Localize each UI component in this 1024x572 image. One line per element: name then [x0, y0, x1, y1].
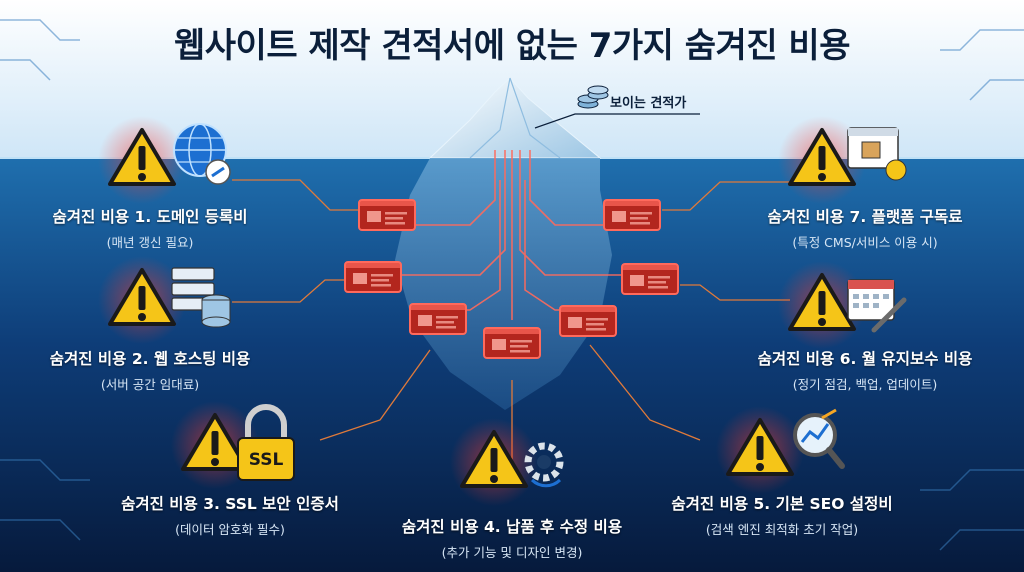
hidden-cost-2-title: 숨겨진 비용 2. 웹 호스팅 비용	[49, 350, 251, 368]
leader-lines	[232, 179, 790, 460]
hidden-cost-1-title: 숨겨진 비용 1. 도메인 등록비	[52, 208, 248, 226]
hidden-cost-6-title: 숨겨진 비용 6. 월 유지보수 비용	[757, 350, 973, 368]
wrench-gear-icon	[524, 442, 564, 488]
panel-domain	[358, 199, 416, 231]
coin-stack-icon	[577, 85, 609, 109]
warning-icon-4	[448, 416, 540, 508]
warning-icon-5	[714, 404, 806, 496]
calendar-tools-icon	[847, 279, 907, 333]
hidden-cost-5-title: 숨겨진 비용 5. 기본 SEO 설정비	[671, 495, 893, 513]
hidden-cost-4-note: (추가 기능 및 디자인 변경)	[441, 545, 583, 560]
hidden-cost-7: 숨겨진 비용 7. 플랫폼 구독료 (특정 CMS/서비스 이용 시)	[745, 205, 985, 251]
hidden-cost-5: 숨겨진 비용 5. 기본 SEO 설정비 (검색 엔진 최적화 초기 작업)	[662, 492, 902, 538]
warning-icon-1	[96, 114, 188, 206]
ssl-lock-icon	[237, 404, 295, 481]
hidden-cost-3-title: 숨겨진 비용 3. SSL 보안 인증서	[121, 495, 339, 513]
iceberg-tip	[428, 77, 602, 159]
panel-ssl	[409, 303, 467, 335]
hidden-cost-7-title: 숨겨진 비용 7. 플랫폼 구독료	[767, 208, 963, 226]
hidden-cost-4: 숨겨진 비용 4. 납품 후 수정 비용 (추가 기능 및 디자인 변경)	[392, 515, 632, 561]
panel-hosting	[344, 261, 402, 293]
hidden-cost-7-note: (특정 CMS/서비스 이용 시)	[792, 235, 938, 250]
hidden-cost-1-note: (매년 갱신 필요)	[106, 235, 194, 250]
hidden-cost-3-note: (데이터 암호화 필수)	[175, 522, 285, 537]
server-database-icon	[171, 267, 231, 328]
panel-revision	[483, 327, 541, 359]
panel-maintenance	[621, 263, 679, 295]
hidden-cost-5-note: (검색 엔진 최적화 초기 작업)	[705, 522, 859, 537]
circuit-traces	[0, 19, 1024, 551]
magnifier-chart-icon	[793, 408, 845, 469]
ssl-badge-text: SSL	[248, 450, 284, 470]
hidden-cost-4-title: 숨겨진 비용 4. 납품 후 수정 비용	[401, 518, 623, 536]
panel-seo	[559, 305, 617, 337]
page-title: 웹사이트 제작 견적서에 없는 7가지 숨겨진 비용	[174, 26, 851, 66]
visible-quote-label: 보이는 견적가	[610, 96, 687, 111]
hidden-cost-1: 숨겨진 비용 1. 도메인 등록비 (매년 갱신 필요)	[30, 205, 270, 251]
globe-link-icon	[173, 123, 231, 185]
panel-platform	[603, 199, 661, 231]
hidden-cost-2: 숨겨진 비용 2. 웹 호스팅 비용 (서버 공간 임대료)	[30, 347, 270, 393]
hidden-cost-3: 숨겨진 비용 3. SSL 보안 인증서 (데이터 암호화 필수)	[120, 492, 340, 538]
hidden-cost-2-note: (서버 공간 임대료)	[100, 377, 200, 392]
hidden-cost-6-note: (정기 점검, 백업, 업데이트)	[792, 377, 938, 392]
browser-box-dollar-icon	[847, 127, 907, 181]
iceberg-submerged	[395, 158, 612, 410]
hidden-cost-6: 숨겨진 비용 6. 월 유지보수 비용 (정기 점검, 백업, 업데이트)	[740, 347, 990, 393]
